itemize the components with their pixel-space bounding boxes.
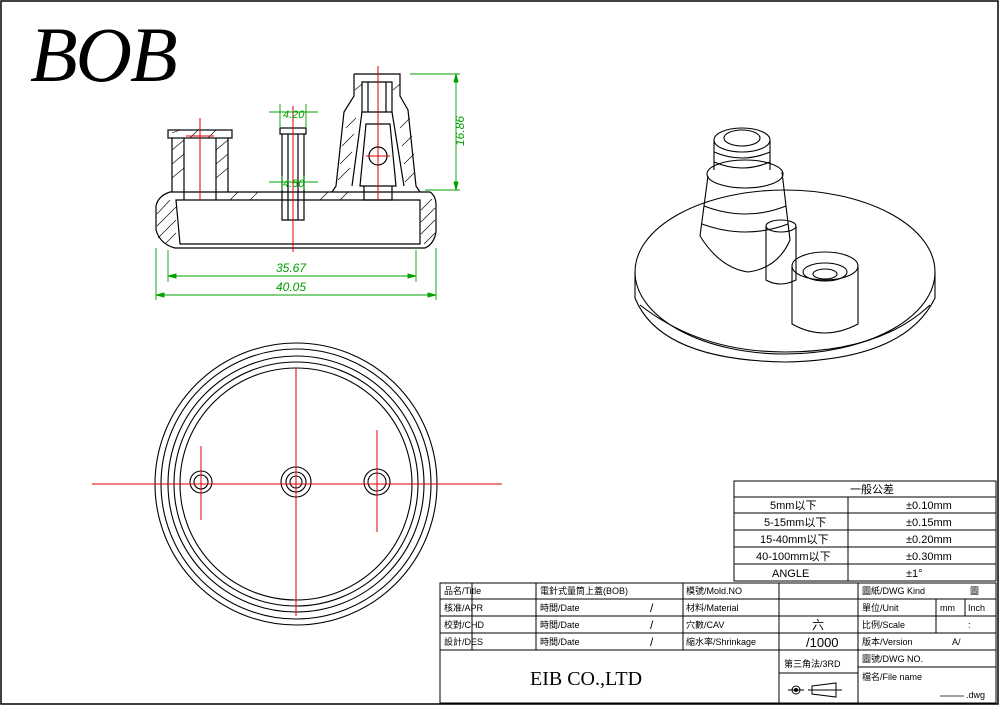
tolerance-table xyxy=(733,480,997,582)
dim-outer-width: 40.05 xyxy=(276,280,306,294)
tb-des-date-label: 時間/Date xyxy=(540,637,580,647)
tb-dwg-kind-value: 圖 xyxy=(970,586,979,596)
tb-apr-label: 核准/APR xyxy=(444,602,484,613)
tol-range-0: 5mm以下 xyxy=(770,500,816,512)
dim-lower-pin-width: 4.50 xyxy=(283,178,305,190)
tol-value-2: ±0.20mm xyxy=(906,534,952,546)
tb-chd-slash: / xyxy=(650,618,654,632)
dimension-lines xyxy=(155,73,460,300)
tb-version-label: 版本/Version xyxy=(862,636,913,647)
tb-chd-label: 校對/CHD xyxy=(444,619,484,630)
tb-des-slash: / xyxy=(650,635,654,649)
tb-unit-mm: mm xyxy=(940,603,955,613)
tb-title-label: 品名/Title xyxy=(444,585,481,596)
tol-value-3: ±0.30mm xyxy=(906,551,952,563)
section-view xyxy=(155,73,437,249)
tol-range-2: 15-40mm以下 xyxy=(760,534,828,546)
tol-range-1: 5-15mm以下 xyxy=(764,517,826,529)
tol-value-4: ±1° xyxy=(906,568,923,580)
tol-range-4: ANGLE xyxy=(772,568,809,580)
tb-projection-label: 第三角法/3RD xyxy=(784,658,841,669)
tb-des-label: 設計/DES xyxy=(444,636,483,647)
tol-value-1: ±0.15mm xyxy=(906,517,952,529)
dim-height: 16.86 xyxy=(453,116,467,146)
title-block xyxy=(439,582,997,704)
company-name: EIB CO.,LTD xyxy=(530,668,642,690)
dim-inner-width: 35.67 xyxy=(276,261,307,275)
tb-cav-label: 穴數/CAV xyxy=(686,619,724,630)
tol-range-3: 40-100mm以下 xyxy=(756,551,831,563)
section-center-lines xyxy=(186,66,390,252)
tb-version-value: A/ xyxy=(952,637,961,647)
tb-material-label: 材料/Material xyxy=(686,602,739,613)
tb-file-label: 檔名/File name xyxy=(862,671,922,682)
tb-cav-value: 六 xyxy=(812,618,824,632)
tb-dwg-no-label: 圖號/DWG NO. xyxy=(862,653,923,664)
bottom-view-center-lines xyxy=(92,368,502,616)
tb-scale-value: : xyxy=(968,620,971,630)
dim-top-pin-width: 4.20 xyxy=(283,109,305,121)
tb-unit-label: 單位/Unit xyxy=(862,602,899,613)
tol-value-0: ±0.10mm xyxy=(906,500,952,512)
tb-unit-inch: Inch xyxy=(968,603,985,613)
tb-dwg-kind-label: 圖紙/DWG Kind xyxy=(862,585,925,596)
tb-file-ext: .dwg xyxy=(966,690,985,700)
brand-logo-text: BOB xyxy=(30,11,178,98)
third-angle-projection-icon xyxy=(788,682,842,698)
tb-mold-label: 模號/Mold.NO xyxy=(686,585,742,596)
tb-scale-label: 比例/Scale xyxy=(862,619,905,630)
tb-shrink-label: 縮水率/Shrinkage xyxy=(686,636,756,647)
tb-apr-slash: / xyxy=(650,601,654,615)
isometric-view xyxy=(634,127,936,363)
tb-apr-date-label: 時間/Date xyxy=(540,603,580,613)
tb-chd-date-label: 時間/Date xyxy=(540,620,580,630)
tb-title-value: 電針式量筒上蓋(BOB) xyxy=(540,585,628,596)
tolerance-title: 一般公差 xyxy=(850,482,894,496)
tb-shrink-value: /1000 xyxy=(806,635,839,650)
